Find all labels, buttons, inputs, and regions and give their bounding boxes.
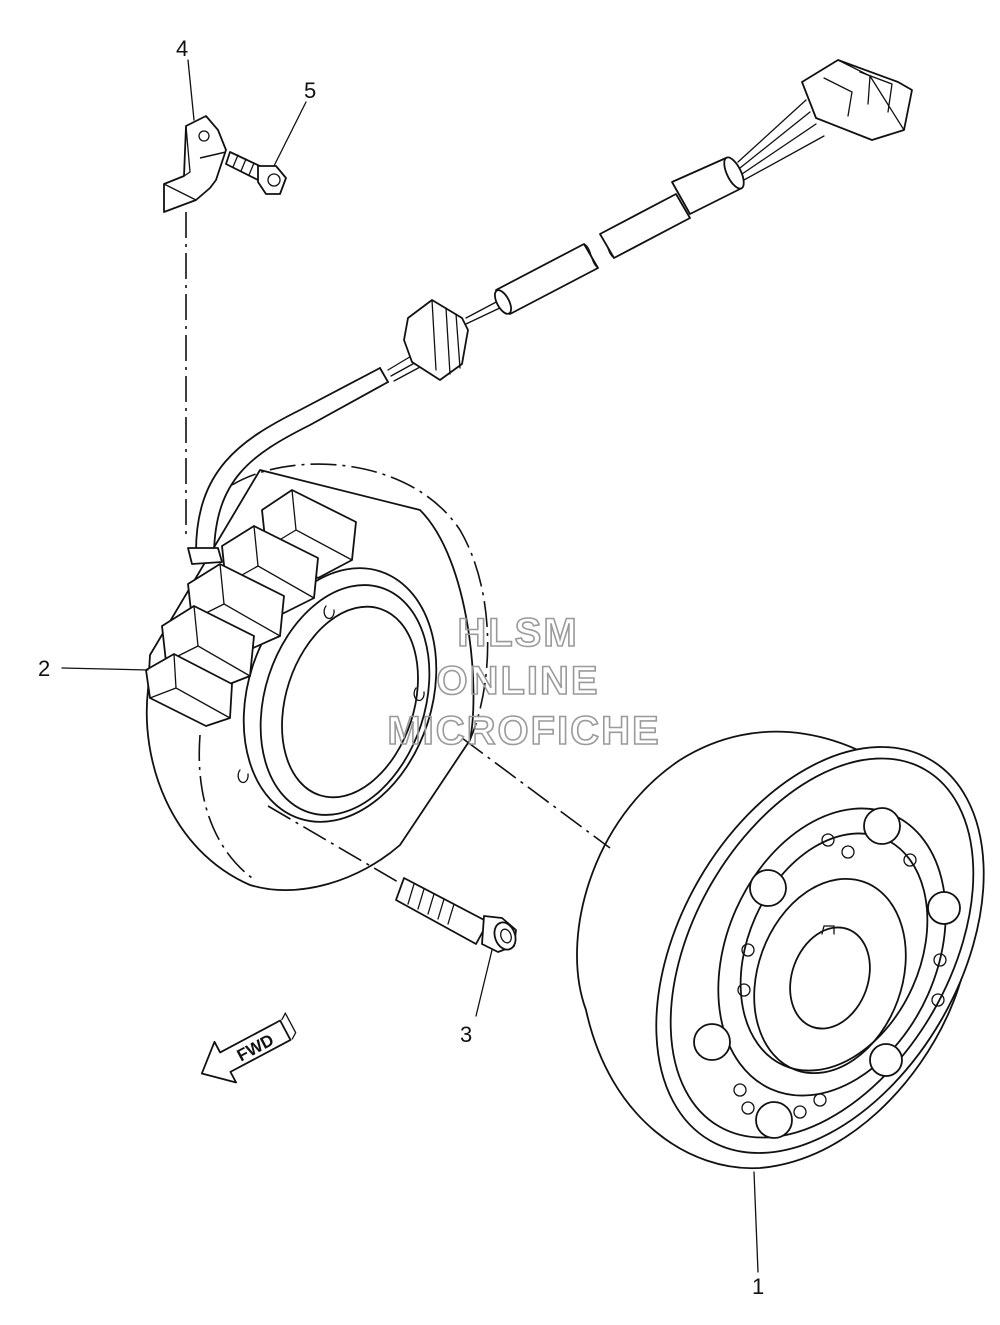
watermark-line-1: HLSM (457, 611, 578, 655)
callout-part-5: 5 (304, 78, 316, 103)
grommet (403, 299, 469, 381)
stator-poles (145, 489, 357, 727)
leader-lines (61, 59, 759, 1273)
watermark-line-3: MICROFICHE (387, 709, 660, 753)
callout-part-2: 2 (38, 656, 50, 681)
stator-bolt (395, 877, 517, 953)
callout-part-4: 4 (176, 36, 188, 61)
stator-coil-assembly (145, 463, 489, 891)
coupler-connector (801, 59, 913, 141)
cable-clamp-bracket (163, 115, 227, 213)
assembly-centerlines (185, 151, 611, 883)
watermark-line-2: ONLINE (436, 659, 599, 703)
callout-part-3: 3 (460, 1022, 472, 1047)
watermark: HLSM ONLINE MICROFICHE (387, 610, 660, 754)
wire-harness (195, 59, 913, 553)
rotor-flywheel (576, 730, 985, 1170)
fwd-arrow-icon: FWD (200, 1011, 297, 1084)
clamp-screw (225, 151, 287, 195)
callout-part-1: 1 (752, 1274, 764, 1299)
